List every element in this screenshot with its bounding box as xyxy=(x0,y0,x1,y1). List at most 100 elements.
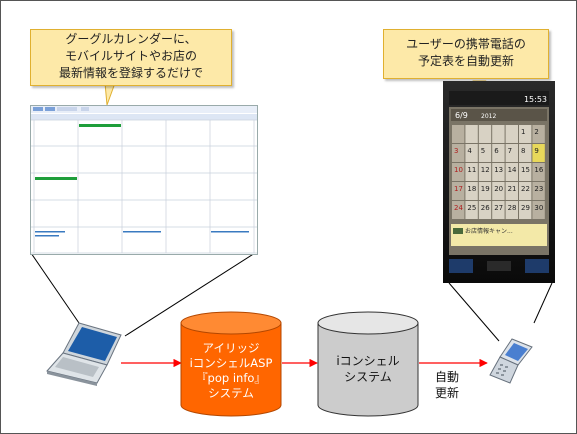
phone-calendar-cell xyxy=(505,163,518,181)
phone-calendar-cell xyxy=(452,144,465,162)
phone-calendar-cell xyxy=(452,125,465,143)
phone-calendar-cell xyxy=(519,144,532,162)
phone-calendar-cell xyxy=(465,125,478,143)
phone-calendar-day: 15 xyxy=(521,166,530,174)
phone-calendar-day: 8 xyxy=(521,147,525,155)
callout-left: グーグルカレンダーに、 モバイルサイトやお店の 最新情報を登録するだけで xyxy=(30,29,232,86)
auto-update-label: 自動 更新 xyxy=(429,369,465,401)
phone-calendar-cell xyxy=(505,182,518,200)
phone-calendar-day: 2 xyxy=(534,128,538,136)
phone-calendar-day: 25 xyxy=(467,204,476,212)
asp-label-line-1: アイリッジ xyxy=(202,341,260,355)
phone-calendar-cell xyxy=(492,163,505,181)
phone-calendar-cell xyxy=(452,201,465,219)
auto-update-line-1: 自動 xyxy=(434,370,459,384)
phone-calendar-day: 23 xyxy=(534,185,543,193)
phone-calendar-cell xyxy=(532,201,545,219)
phone-calendar-day: 21 xyxy=(508,185,517,193)
phone-calendar-cell xyxy=(532,182,545,200)
phone-date: 6/9 xyxy=(455,111,468,120)
phone-calendar-cell xyxy=(465,144,478,162)
phone-calendar-cell xyxy=(492,182,505,200)
asp-system-label: アイリッジ iコンシェルASP 『pop info』 システム xyxy=(180,341,282,401)
concierge-system-cylinder xyxy=(317,311,419,417)
phone-calendar-day: 22 xyxy=(521,185,530,193)
phone-zoom-line-right xyxy=(533,282,553,324)
mobile-phone-icon xyxy=(489,338,533,384)
asp-label-line-4: システム xyxy=(208,386,254,400)
phone-calendar-day: 24 xyxy=(454,204,463,212)
asp-label-line-2: iコンシェルASP xyxy=(189,356,273,370)
phone-calendar-day: 12 xyxy=(481,166,490,174)
phone-calendar-day: 30 xyxy=(534,204,543,212)
google-calendar-grid xyxy=(31,106,257,254)
phone-calendar-day: 6 xyxy=(494,147,499,155)
phone-calendar-day: 18 xyxy=(467,185,476,193)
phone-calendar-day: 4 xyxy=(467,147,472,155)
google-calendar-screenshot xyxy=(30,105,258,255)
callout-right-line-2: 予定表を自動更新 xyxy=(417,54,514,68)
phone-time: 15:53 xyxy=(524,95,547,104)
phone-calendar-cell xyxy=(478,201,492,219)
phone-calendar-cell xyxy=(519,201,532,219)
phone-calendar-cell xyxy=(519,163,532,181)
asp-system-cylinder xyxy=(180,311,282,417)
phone-calendar-cell xyxy=(478,163,492,181)
callout-left-pointer xyxy=(104,82,116,106)
laptop-zoom-line-left xyxy=(30,252,80,324)
phone-calendar-cell xyxy=(492,144,505,162)
phone-calendar-day: 3 xyxy=(454,147,458,155)
phone-calendar-cell xyxy=(519,125,532,143)
phone-calendar-cell xyxy=(492,201,505,219)
asp-label-line-3: 『pop info』 xyxy=(196,371,266,385)
phone-calendar-cell xyxy=(532,144,545,162)
phone-calendar-cell xyxy=(532,125,545,143)
laptop-zoom-line-right xyxy=(124,252,256,337)
phone-event-text: お店情報キャン... xyxy=(465,227,513,235)
phone-calendar-day: 9 xyxy=(534,147,538,155)
phone-calendar-day: 17 xyxy=(454,185,463,193)
phone-calendar-cell xyxy=(478,182,492,200)
phone-calendar-day: 5 xyxy=(481,147,485,155)
phone-calendar-cell xyxy=(465,163,478,181)
phone-zoom-line-left xyxy=(448,282,500,342)
phone-calendar-cell xyxy=(465,201,478,219)
phone-calendar-day: 19 xyxy=(481,185,490,193)
phone-calendar-cell xyxy=(505,201,518,219)
phone-calendar-cell xyxy=(505,144,518,162)
callout-left-line-2: モバイルサイトやお店の xyxy=(64,49,197,63)
phone-calendar-cell xyxy=(505,125,518,143)
phone-calendar-day: 26 xyxy=(481,204,490,212)
phone-calendar-cell xyxy=(519,182,532,200)
concierge-label-line-1: iコンシェル xyxy=(336,354,400,368)
phone-calendar-cell xyxy=(452,163,465,181)
callout-right: ユーザーの携帯電話の 予定表を自動更新 xyxy=(383,29,549,79)
phone-calendar-day: 10 xyxy=(454,166,463,174)
phone-calendar-day: 29 xyxy=(521,204,530,212)
phone-calendar-cell xyxy=(478,125,492,143)
phone-calendar-day: 20 xyxy=(494,185,503,193)
phone-calendar-cell xyxy=(465,182,478,200)
laptop-icon xyxy=(46,322,122,386)
concierge-system-label: iコンシェル システム xyxy=(317,353,419,385)
callout-left-line-1: グーグルカレンダーに、 xyxy=(65,32,197,46)
phone-calendar-day: 11 xyxy=(467,166,476,174)
callout-left-line-3: 最新情報を登録するだけで xyxy=(58,66,203,80)
phone-calendar-cell xyxy=(478,144,492,162)
phone-calendar-day: 16 xyxy=(534,166,543,174)
phone-calendar-cell xyxy=(492,125,505,143)
phone-calendar-day: 27 xyxy=(494,204,503,212)
phone-year: 2012 xyxy=(481,113,496,120)
phone-calendar-day: 13 xyxy=(494,166,503,174)
phone-calendar-day: 14 xyxy=(508,166,517,174)
phone-calendar-cell xyxy=(532,163,545,181)
callout-right-line-1: ユーザーの携帯電話の xyxy=(406,37,526,51)
phone-calendar-day: 1 xyxy=(521,128,525,136)
phone-calendar-cell xyxy=(452,182,465,200)
auto-update-line-2: 更新 xyxy=(434,386,459,400)
phone-calendar-day: 28 xyxy=(508,204,517,212)
phone-calendar-day: 7 xyxy=(508,147,512,155)
